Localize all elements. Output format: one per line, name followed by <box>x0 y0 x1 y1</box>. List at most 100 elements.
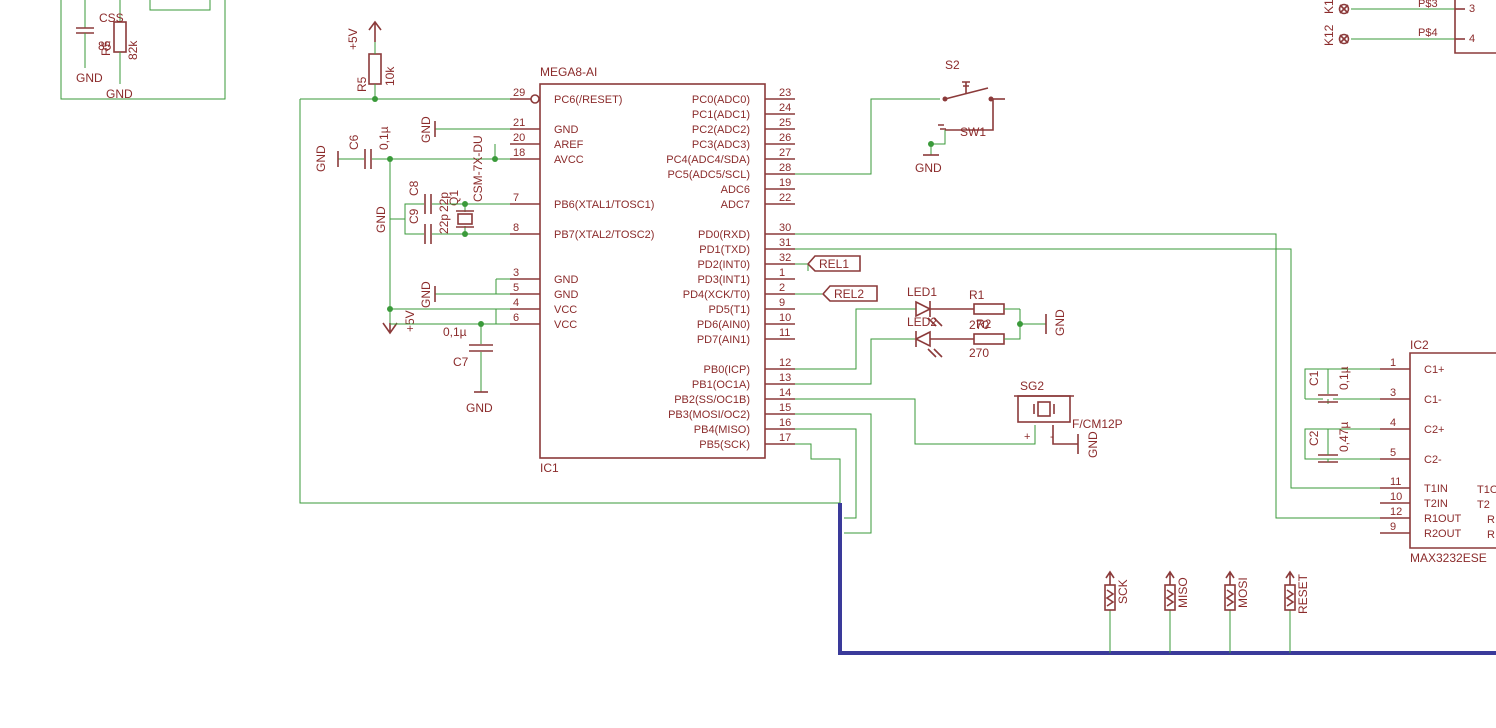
xtal1-junction <box>462 201 468 207</box>
led1-icon: LED1 <box>907 285 974 318</box>
ic2-pin-num: 5 <box>1390 447 1396 459</box>
ic1-left-pin-num: 3 <box>513 267 519 279</box>
pin4-label: 4 <box>1469 33 1475 45</box>
tl-85-label: 85 <box>98 39 112 53</box>
k1-label: K1 <box>1322 0 1336 14</box>
ic1-left-pin-num: 6 <box>513 312 519 324</box>
c1-value: 0,1µ <box>1337 366 1351 390</box>
ic1-right-pin-label: PD6(AIN0) <box>697 319 750 331</box>
c7-label: C7 <box>453 355 469 369</box>
sg2-gnd-label: GND <box>1086 431 1100 458</box>
tl-gnd1-label: GND <box>76 71 103 85</box>
ic1-left-pin-num: 29 <box>513 87 525 99</box>
ic1-left-pins: 29PC6(/RESET)21GND20AREF18AVCC7PB6(XTAL1… <box>510 87 654 331</box>
ic1-right-pin-num: 1 <box>779 267 785 279</box>
ic2-pin-label: R2OUT <box>1424 528 1462 540</box>
ic2-pin-label: C1+ <box>1424 364 1445 376</box>
ic1-right-pin-label: PC2(ADC2) <box>692 124 750 136</box>
ic1-right-pins: 23PC0(ADC0)24PC1(ADC1)25PC2(ADC2)26PC3(A… <box>666 87 795 451</box>
ic1-right-pin-label: PB1(OC1A) <box>692 379 750 391</box>
ic1-right-pin-label: ADC7 <box>721 199 750 211</box>
r5-label: R5 <box>355 76 369 92</box>
ic2-frag-3: R <box>1487 514 1495 526</box>
rel2-label-flag: REL2 <box>795 285 878 302</box>
ic1-left-pin-label: GND <box>554 274 579 286</box>
ic1-right-pin-num: 31 <box>779 237 791 249</box>
miso-label: MISO <box>1176 577 1190 608</box>
ic2-frag-2: T2 <box>1477 499 1490 511</box>
r1-label: R1 <box>969 288 985 302</box>
ic1-left-pin-label: GND <box>554 289 579 301</box>
tl-82k-label: 82k <box>126 40 140 60</box>
ic1-right-pin-label: PB0(ICP) <box>704 364 750 376</box>
q1-label: Q1 <box>447 190 461 206</box>
ic1-right-pin-num: 14 <box>779 387 791 399</box>
s2-gnd-label: GND <box>915 161 942 175</box>
ic1-right-pin-num: 22 <box>779 192 791 204</box>
s2-label: S2 <box>945 58 960 72</box>
ic1-left-pin-num: 7 <box>513 192 519 204</box>
ic1-name: IC1 <box>540 461 559 475</box>
ic1-right-pin-label: PD7(AIN1) <box>697 334 750 346</box>
ic1-right-pin-num: 26 <box>779 132 791 144</box>
isp-miso-tap: MISO <box>1164 570 1190 653</box>
ic1-right-pin-label: PD4(XCK/T0) <box>683 289 750 301</box>
ic2-pin-num: 11 <box>1390 476 1401 488</box>
gnd-pin21-label: GND <box>419 116 433 143</box>
ic1-right-pin-label: PD1(TXD) <box>699 244 750 256</box>
r5-vcc-label: +5V <box>346 28 360 50</box>
xtal2-junction <box>462 231 468 237</box>
c7-capacitor: 0,1µ C7 GND <box>443 324 493 415</box>
reset-label: RESET <box>1296 573 1310 614</box>
isp-sck-tap: SCK <box>1104 570 1130 653</box>
ic2-max3232: IC2 MAX3232ESE 1C1+3C1-4C2+5C2-11T1IN10T… <box>1380 338 1496 565</box>
ps4-label: P$4 <box>1418 27 1438 39</box>
ic1-right-pin-num: 10 <box>779 312 791 324</box>
r2-value: 270 <box>969 346 989 360</box>
ic2-pin-num: 1 <box>1390 357 1396 369</box>
isp-bus <box>838 503 1496 655</box>
c2-label: C2 <box>1307 430 1321 446</box>
ic1-right-pin-label: PB2(SS/OC1B) <box>674 394 750 406</box>
sck-label: SCK <box>1116 579 1130 604</box>
ic1-left-pin-label: VCC <box>554 319 577 331</box>
ic1-right-pin-label: PD5(T1) <box>708 304 750 316</box>
ic1-mega8: MEGA8-AI IC1 29PC6(/RESET)21GND20AREF18A… <box>510 65 795 475</box>
ic1-right-pin-num: 15 <box>779 402 791 414</box>
crystal-q1: Q1 CSM-7X-DU <box>447 135 485 234</box>
ic1-right-pin-num: 30 <box>779 222 791 234</box>
isp-reset-tap: RESET <box>1284 570 1310 653</box>
xtal-gnd-label: GND <box>374 206 388 233</box>
ic1-left-pin-num: 4 <box>513 297 519 309</box>
c6-value: 0,1µ <box>377 126 391 150</box>
ic1-left-pin-num: 5 <box>513 282 519 294</box>
sg2-buzzer: SG2 F/CM12P + - GND <box>795 379 1123 458</box>
ic1-left-pin-num: 8 <box>513 222 519 234</box>
k12-label: K12 <box>1322 24 1336 46</box>
ic1-right-pin-num: 23 <box>779 87 791 99</box>
k12-terminal-icon <box>1338 33 1350 45</box>
r5-value: 10k <box>383 66 397 86</box>
ic2-frag-1: T1O <box>1477 484 1496 496</box>
led2-icon: LED2 <box>907 315 974 358</box>
ic2-pin-label: C1- <box>1424 394 1442 406</box>
r1-resistor: R1 270 <box>969 288 1020 332</box>
ic1-right-pin-label: PC4(ADC4/SDA) <box>666 154 750 166</box>
ic1-right-pin-num: 24 <box>779 102 791 114</box>
ic1-right-pin-num: 19 <box>779 177 791 189</box>
top-left-fragment: CSS R5 82k 85 GND GND <box>60 0 226 101</box>
led2-label: LED2 <box>907 315 937 329</box>
ic1-right-pin-num: 11 <box>779 327 790 339</box>
ic2-pins: 1C1+3C1-4C2+5C2-11T1IN10T2IN12R1OUT9R2OU… <box>1380 357 1462 540</box>
ic1-left-pin-label: PB6(XTAL1/TOSC1) <box>554 199 654 211</box>
c2-capacitor: C2 0,47µ <box>1304 422 1380 463</box>
c1-label: C1 <box>1307 370 1321 386</box>
ic2-pin-num: 12 <box>1390 506 1402 518</box>
sg2-minus: - <box>1050 431 1054 443</box>
sw1-label: SW1 <box>960 125 986 139</box>
ic1-right-pin-label: PB3(MOSI/OC2) <box>668 409 750 421</box>
ic1-right-pin-label: PB4(MISO) <box>694 424 750 436</box>
ic1-right-pin-num: 17 <box>779 432 791 444</box>
ic1-right-pin-label: PD3(INT1) <box>697 274 750 286</box>
